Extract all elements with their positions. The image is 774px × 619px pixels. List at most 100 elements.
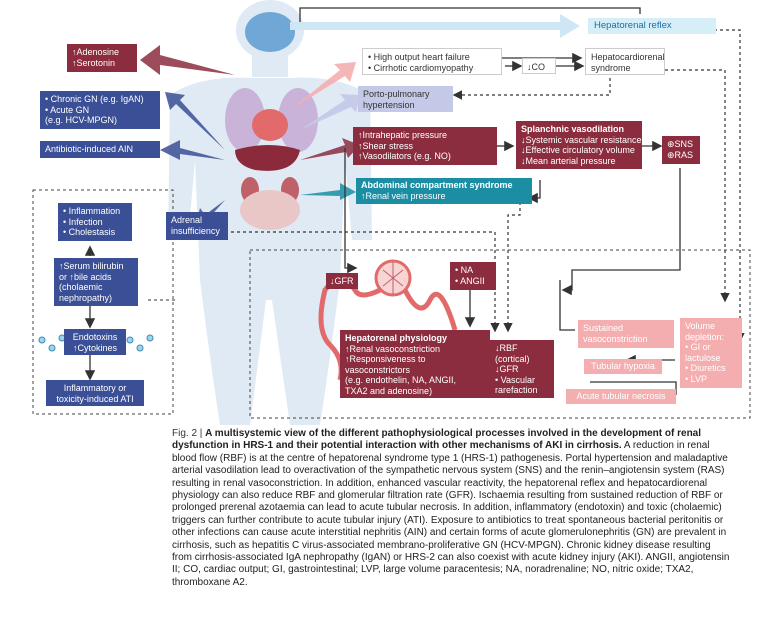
inflammation-line-3: • Cholestasis [63, 227, 116, 237]
hepatorenal-line-5: TXA2 and adenosine) [345, 385, 433, 396]
volume-line-5: • Diuretics [685, 363, 726, 373]
tubular-hypoxia-label: Tubular hypoxia [591, 361, 655, 371]
volume-line-6: • LVP [685, 373, 707, 384]
lungs-icon [225, 88, 265, 152]
caption-title: A multisystemic view of the different pa… [172, 428, 702, 452]
intrahepatic-line-2: ↑Shear stress [358, 140, 414, 151]
inflammation-line-1: • Inflammation [63, 206, 121, 216]
splanchnic-line-1: ↓Systemic vascular resistance [521, 134, 642, 145]
gfr-low-box: ↓GFR [326, 273, 358, 289]
bilirubin-line-2: or ↑bile acids [59, 271, 112, 282]
diagram: Hepatorenal reflex ↑Adenosine ↑Serotonin… [32, 0, 751, 425]
intrahepatic-box: ↑Intrahepatic pressure ↑Shear stress ↑Va… [353, 127, 497, 165]
sns-ras-box: ⊕SNS ⊕RAS [662, 136, 700, 164]
atn-label: Acute tubular necrosis [576, 391, 666, 401]
antibiotic-ain-box: Antibiotic-induced AIN [40, 141, 160, 158]
volume-line-4: lactulose [685, 352, 721, 363]
inflammation-line-2: • Infection [63, 216, 103, 227]
hepatorenal-line-2: ↑Responsiveness to [345, 354, 426, 364]
porto-pulmonary-line-2: hypertension [363, 99, 415, 110]
sustained-line-1: Sustained [583, 323, 624, 333]
sustained-line-2: vasoconstriction [583, 333, 648, 344]
adrenal-line-2: insufficiency [171, 225, 220, 236]
gfr-low-label: ↓GFR [330, 276, 354, 286]
heart-failure-line-1: • High output heart failure [368, 52, 470, 62]
sns-label: ⊕SNS [667, 139, 694, 149]
adenosine-box: ↑Adenosine ↑Serotonin [67, 44, 137, 72]
hepatocardiorenal-box: Hepatocardiorenal syndrome [585, 48, 665, 75]
gn-line-3: (e.g. HCV-MPGN) [45, 115, 118, 125]
heart-failure-box: • High output heart failure • Cirrhotic … [362, 48, 502, 75]
glomerulonephritis-box: • Chronic GN (e.g. IgAN) • Acute GN (e.g… [40, 91, 160, 129]
gn-line-2: • Acute GN [45, 104, 90, 115]
abdominal-box: Abdominal compartment syndrome ↑Renal ve… [356, 178, 532, 204]
hepatocardiorenal-line-2: syndrome [591, 62, 631, 73]
rbf-box: ↓RBF (cortical) ↓GFR • Vascular rarefact… [490, 340, 554, 398]
hepatorenal-reflex-label: Hepatorenal reflex [594, 20, 672, 31]
caption-fig-label: Fig. 2 | [172, 428, 203, 439]
figure-caption: Fig. 2 | A multisystemic view of the dif… [172, 428, 732, 589]
ati-line-1: Inflammatory or [63, 383, 127, 393]
serotonin-line: ↑Serotonin [72, 57, 116, 68]
cytokines-line: ↑Cytokines [72, 342, 117, 353]
hepatocardiorenal-line-1: Hepatocardiorenal [591, 52, 665, 62]
rbf-line-1: ↓RBF [495, 343, 518, 353]
volume-depletion-box: Volume depletion: • GI or lactulose • Di… [680, 318, 742, 388]
bilirubin-line-4: nephropathy) [59, 292, 113, 303]
volume-line-1: Volume [685, 321, 716, 331]
adrenal-line-1: Adrenal [171, 215, 203, 225]
bacteria-icons [38, 334, 154, 352]
panel-left [32, 189, 174, 415]
bilirubin-line-1: ↑Serum bilirubin [59, 261, 124, 271]
ati-box: Inflammatory or toxicity-induced ATI [46, 380, 144, 406]
sustained-box: Sustained vasoconstriction [578, 320, 674, 348]
bilirubin-box: ↑Serum bilirubin or ↑bile acids (cholaem… [54, 258, 138, 306]
hepatorenal-line-3: vasoconstrictors [345, 364, 411, 375]
inflammation-box: • Inflammation • Infection • Cholestasis [58, 203, 132, 241]
angii-line: • ANGII [455, 275, 485, 286]
co-label: ↓CO [527, 62, 545, 72]
intrahepatic-line-1: ↑Intrahepatic pressure [358, 130, 448, 140]
splanchnic-line-2: ↓Effective circulatory volume [521, 145, 635, 155]
adrenal-box: Adrenal insufficiency [166, 212, 228, 240]
ati-line-2: toxicity-induced ATI [56, 393, 134, 404]
hepatorenal-reflex-box: Hepatorenal reflex [588, 18, 716, 34]
porto-pulmonary-line-1: Porto-pulmonary [363, 89, 430, 99]
rbf-line-5: rarefaction [495, 385, 538, 395]
porto-pulmonary-box: Porto-pulmonary hypertension [358, 86, 453, 112]
endotoxins-box: Endotoxins ↑Cytokines [64, 329, 126, 355]
panel-bottom [249, 249, 751, 419]
volume-line-2: depletion: [685, 331, 725, 342]
hepatorenal-title: Hepatorenal physiology [345, 333, 448, 343]
co-box: ↓CO [522, 58, 556, 74]
abdominal-line: ↑Renal vein pressure [361, 190, 446, 201]
splanchnic-title: Splanchnic vasodilation [521, 124, 625, 134]
intestine-icon [240, 190, 300, 230]
volume-line-3: • GI or [685, 342, 711, 352]
hepatorenal-physiology-box: Hepatorenal physiology ↑Renal vasoconstr… [340, 330, 490, 398]
heart-failure-line-2: • Cirrhotic cardiomyopathy [368, 62, 474, 73]
na-line: • NA [455, 265, 474, 275]
rbf-line-4: • Vascular [495, 374, 535, 385]
intrahepatic-line-3: ↑Vasodilators (e.g. NO) [358, 151, 451, 161]
splanchnic-box: Splanchnic vasodilation ↓Systemic vascul… [516, 121, 642, 169]
tubular-hypoxia-box: Tubular hypoxia [584, 359, 662, 374]
heart-icon [252, 109, 288, 141]
adenosine-line: ↑Adenosine [72, 47, 120, 57]
abdominal-title: Abdominal compartment syndrome [361, 180, 513, 190]
na-angii-box: • NA • ANGII [450, 262, 496, 290]
bilirubin-line-3: (cholaemic [59, 282, 103, 292]
rbf-line-2: (cortical) [495, 353, 530, 364]
hepatorenal-line-1: ↑Renal vasoconstriction [345, 343, 441, 354]
antibiotic-ain-label: Antibiotic-induced AIN [45, 144, 134, 154]
splanchnic-line-3: ↓Mean arterial pressure [521, 155, 616, 166]
liver-icon [235, 145, 300, 171]
rbf-line-3: ↓GFR [495, 364, 519, 374]
brain-icon [245, 12, 295, 52]
gn-line-1: • Chronic GN (e.g. IgAN) [45, 94, 144, 104]
diagram-artwork [32, 0, 751, 425]
endotoxins-line: Endotoxins [72, 332, 118, 342]
atn-box: Acute tubular necrosis [566, 389, 676, 404]
hepatorenal-line-4: (e.g. endothelin, NA, ANGII, [345, 375, 457, 385]
caption-body: A reduction in renal blood flow (RBF) is… [172, 440, 730, 588]
